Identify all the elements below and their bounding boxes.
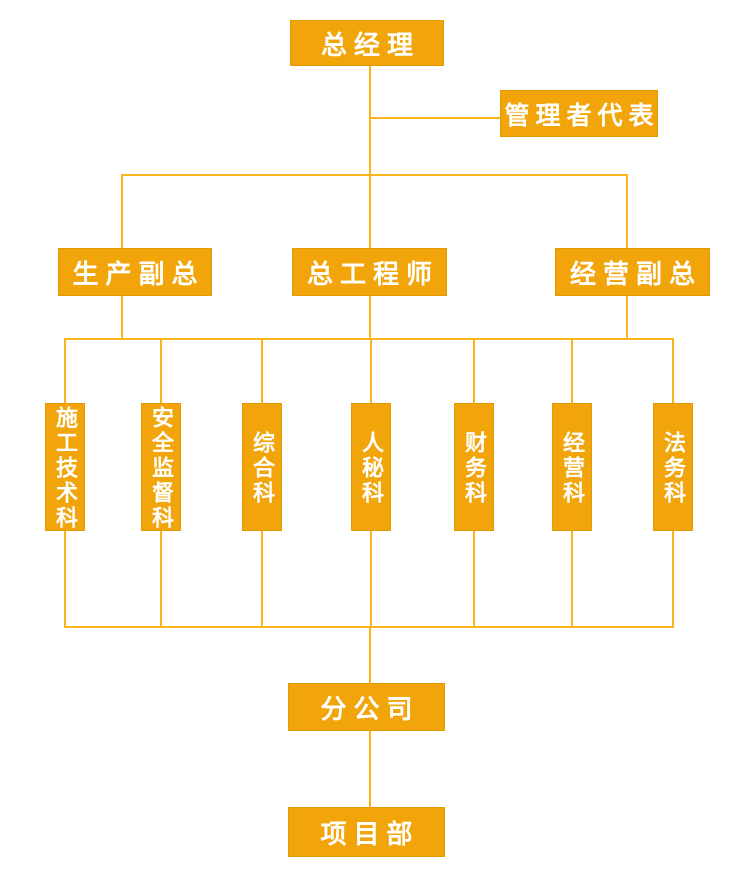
connector-fall-dept bbox=[160, 531, 162, 628]
node-production-vp: 生产副总 bbox=[58, 248, 212, 296]
node-label: 安全监督科 bbox=[149, 406, 174, 531]
connector-stub-chief-engineer bbox=[369, 296, 371, 340]
connector-drop-dept bbox=[64, 338, 66, 403]
node-business-vp: 经营副总 bbox=[555, 248, 710, 296]
connector-trunk-top bbox=[369, 66, 371, 248]
connector-staff-branch bbox=[369, 117, 500, 119]
connector-stub-business-vp bbox=[626, 296, 628, 340]
connector-drop-production-vp bbox=[121, 174, 123, 248]
node-management-representative: 管理者代表 bbox=[500, 90, 658, 137]
node-label: 总工程师 bbox=[306, 258, 439, 289]
connector-bus-executives bbox=[121, 174, 628, 176]
connector-fall-dept bbox=[473, 531, 475, 628]
connector-fall-dept bbox=[571, 531, 573, 628]
node-label: 财务科 bbox=[462, 431, 487, 506]
node-label: 综合科 bbox=[250, 431, 275, 506]
node-dept-general-affairs: 综合科 bbox=[242, 403, 282, 531]
node-general-manager: 总经理 bbox=[290, 20, 444, 66]
connector-drop-dept bbox=[473, 338, 475, 403]
connector-drop-dept bbox=[370, 338, 372, 403]
connector-branch-project bbox=[369, 731, 371, 807]
node-label: 施工技术科 bbox=[53, 406, 78, 531]
node-dept-business: 经营科 bbox=[552, 403, 592, 531]
node-dept-legal: 法务科 bbox=[653, 403, 693, 531]
node-dept-finance: 财务科 bbox=[454, 403, 494, 531]
node-branch-company: 分公司 bbox=[288, 683, 445, 731]
connector-bus-departments-top bbox=[64, 338, 674, 340]
connector-fall-dept bbox=[261, 531, 263, 628]
node-label: 分公司 bbox=[320, 693, 420, 724]
node-project-department: 项目部 bbox=[288, 807, 445, 857]
node-label: 项目部 bbox=[320, 818, 420, 849]
node-label: 管理者代表 bbox=[504, 101, 660, 130]
connector-drop-business-vp bbox=[626, 174, 628, 248]
node-label: 总经理 bbox=[320, 29, 420, 60]
connector-stub-production-vp bbox=[121, 296, 123, 340]
connector-fall-dept bbox=[64, 531, 66, 628]
node-label: 法务科 bbox=[661, 431, 686, 506]
node-dept-safety-supervision: 安全监督科 bbox=[141, 403, 181, 531]
connector-fall-dept bbox=[672, 531, 674, 628]
node-dept-personnel-secretary: 人秘科 bbox=[351, 403, 391, 531]
node-chief-engineer: 总工程师 bbox=[292, 248, 447, 296]
node-label: 经营科 bbox=[560, 431, 585, 506]
node-dept-construction-tech: 施工技术科 bbox=[45, 403, 85, 531]
connector-drop-branch bbox=[369, 626, 371, 683]
connector-drop-dept bbox=[261, 338, 263, 403]
node-label: 经营副总 bbox=[569, 258, 702, 289]
connector-drop-dept bbox=[571, 338, 573, 403]
connector-drop-dept bbox=[672, 338, 674, 403]
node-label: 人秘科 bbox=[359, 431, 384, 506]
node-label: 生产副总 bbox=[72, 258, 205, 289]
connector-fall-dept bbox=[370, 531, 372, 628]
connector-drop-dept bbox=[160, 338, 162, 403]
